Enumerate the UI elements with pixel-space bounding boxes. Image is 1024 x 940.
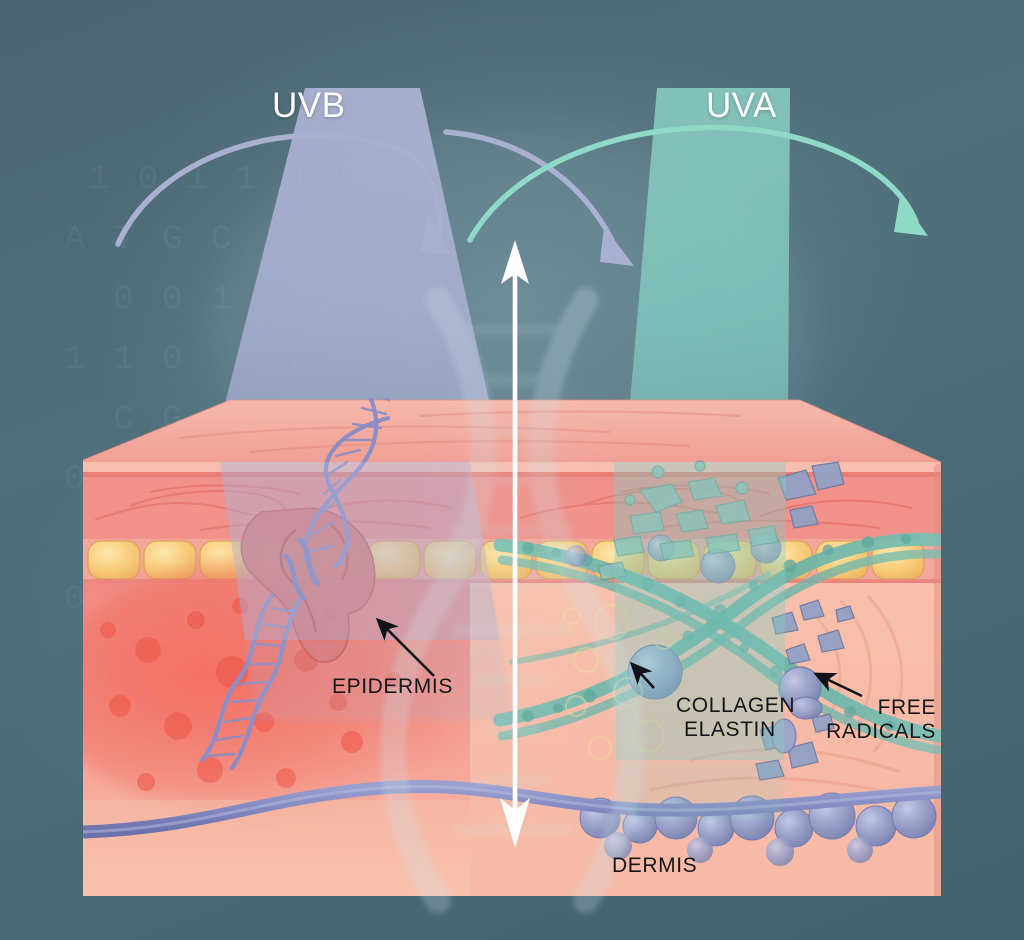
free-radicals-leader xyxy=(813,672,863,698)
dna-helix-upper xyxy=(303,398,391,569)
callout-leaders xyxy=(375,617,863,698)
collagen-leader xyxy=(629,661,655,689)
uva-beam-in-skin xyxy=(614,462,786,760)
ghost-dna-overlay xyxy=(380,260,644,913)
epidermis-leader xyxy=(375,617,435,677)
depth-arrow xyxy=(500,240,530,848)
degraded-matrix xyxy=(597,460,779,581)
uvb-arc-arrow xyxy=(115,129,634,266)
depth-arrow-head-down xyxy=(500,798,530,848)
uva-arc-arrow xyxy=(467,124,928,243)
uva-beam-in-skin-fade xyxy=(616,760,784,820)
depth-arrow-head-up xyxy=(501,240,529,284)
dna-strand-break xyxy=(283,537,321,601)
